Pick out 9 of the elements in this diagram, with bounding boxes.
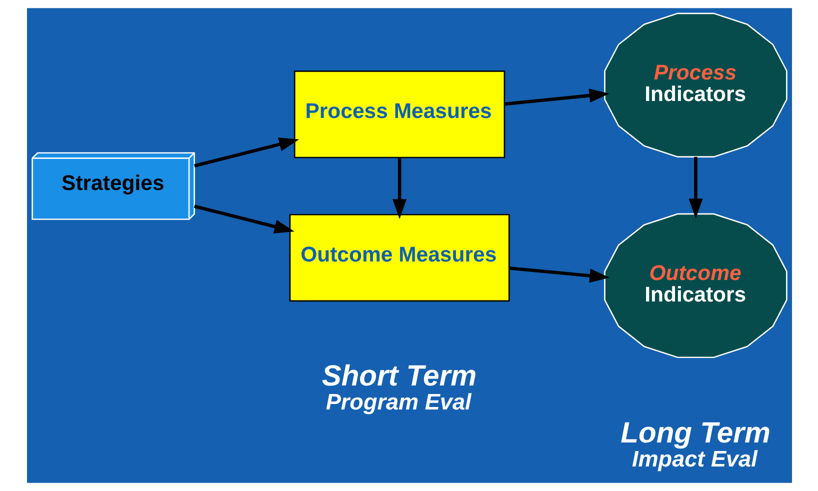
arrow <box>504 88 609 106</box>
arrow <box>688 156 702 219</box>
arrow <box>392 158 406 220</box>
arrow <box>193 204 294 234</box>
arrow <box>194 138 299 168</box>
label: Long Term <box>620 418 770 450</box>
node-box: Process Measures <box>293 70 505 158</box>
node-box: Outcome Measures <box>288 214 510 302</box>
arrow <box>508 266 610 283</box>
